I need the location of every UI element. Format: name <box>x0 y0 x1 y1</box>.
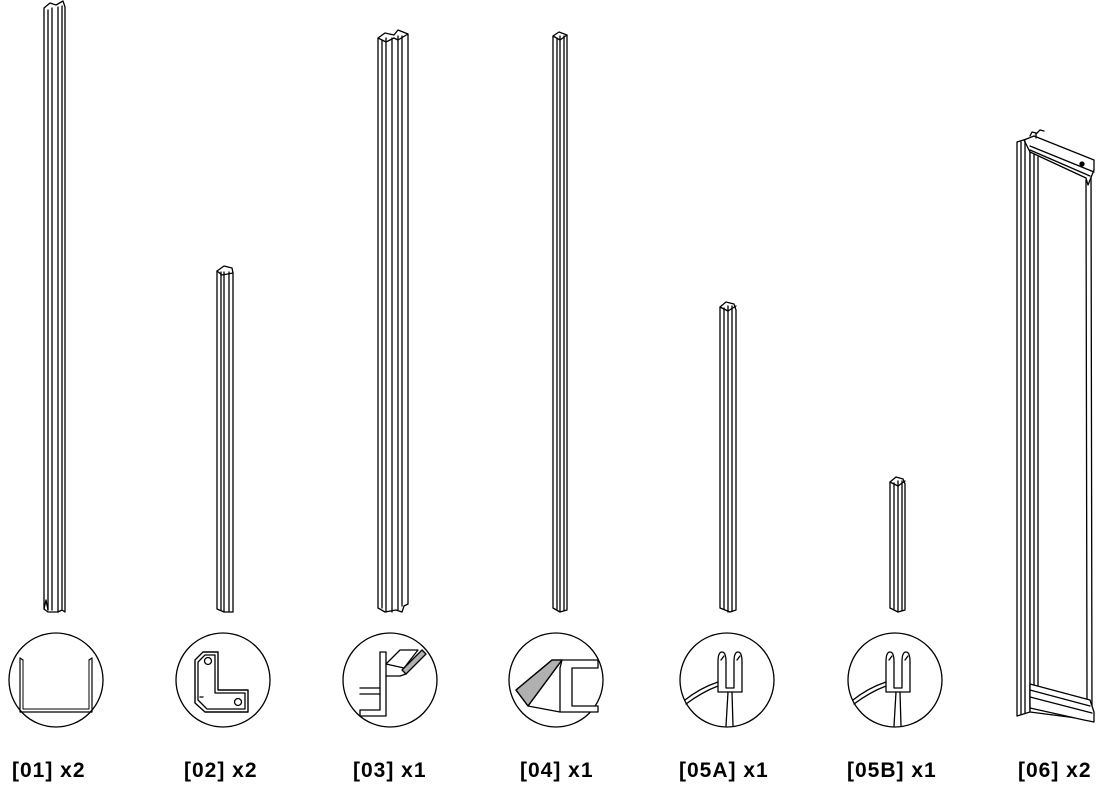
part-03-label: [03] x1 <box>353 759 427 782</box>
part-05b-label: [05B] x1 <box>847 759 937 782</box>
part-04-label: [04] x1 <box>520 759 594 782</box>
part-03-profile <box>377 29 409 613</box>
part-05b-section-detail <box>847 632 943 728</box>
part-02-label: [02] x2 <box>184 759 258 782</box>
part-01-section-detail <box>8 632 104 728</box>
part-05a-section-detail <box>679 632 775 728</box>
part-01-profile <box>43 0 66 613</box>
part-05b-profile <box>889 476 906 613</box>
part-05a-profile <box>719 301 737 613</box>
part-04-section-detail <box>508 632 604 728</box>
part-06-panel <box>1016 129 1095 723</box>
part-03-section-detail <box>342 632 438 728</box>
part-04-profile <box>552 31 568 613</box>
part-01-label: [01] x2 <box>12 759 86 782</box>
part-02-section-detail <box>175 632 271 728</box>
part-02-profile <box>216 265 234 613</box>
part-05a-label: [05A] x1 <box>679 759 769 782</box>
part-06-label: [06] x2 <box>1018 759 1092 782</box>
